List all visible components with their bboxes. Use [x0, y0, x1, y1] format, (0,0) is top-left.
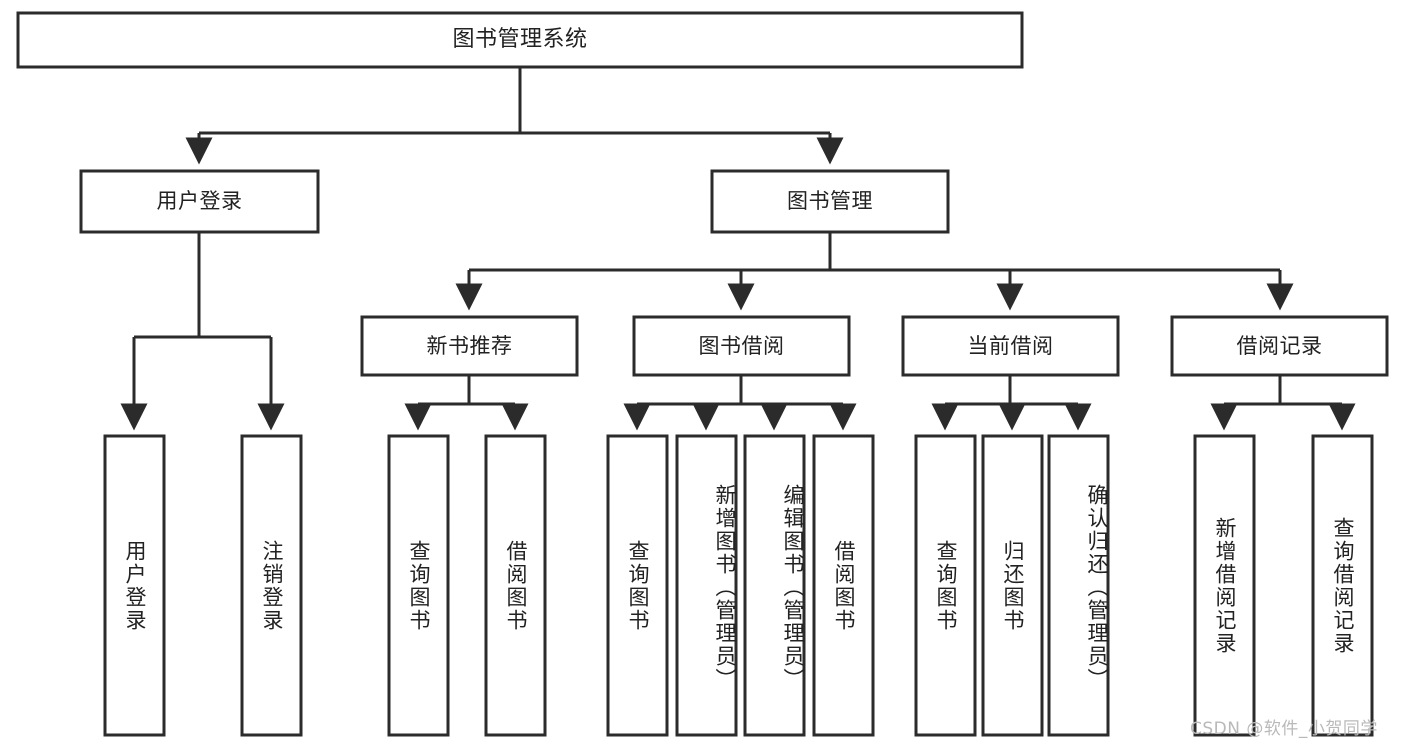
- connector-current-borrow-to-leaves: [931, 376, 1092, 431]
- connector-root-to-level2: [185, 67, 844, 165]
- node-box-leaf-book-borrow-1[interactable]: [675, 434, 738, 737]
- node-box-borrow-record[interactable]: [1170, 315, 1389, 377]
- node-box-leaf-current-borrow-2[interactable]: [1047, 434, 1110, 737]
- csdn-watermark: CSDN @软件_小贺同学: [1190, 719, 1378, 739]
- node-box-current-borrow[interactable]: [901, 315, 1120, 377]
- connector-borrow-record-to-leaves: [1210, 376, 1356, 431]
- node-box-new-book-recommend[interactable]: [360, 315, 579, 377]
- node-box-leaf-borrow-record-0[interactable]: [1193, 434, 1256, 737]
- node-box-leaf-book-borrow-0[interactable]: [606, 434, 669, 737]
- connector-book-borrow-to-leaves: [623, 376, 857, 431]
- node-box-leaf-new-book-0[interactable]: [387, 434, 450, 737]
- node-box-leaf-user-login-1[interactable]: [240, 434, 303, 737]
- node-box-leaf-user-login-0[interactable]: [103, 434, 166, 737]
- node-box-leaf-borrow-record-1[interactable]: [1311, 434, 1374, 737]
- connector-user-login-to-leaves: [120, 233, 285, 431]
- node-box-root[interactable]: [16, 11, 1024, 69]
- node-box-leaf-current-borrow-0[interactable]: [914, 434, 977, 737]
- node-box-book-borrow[interactable]: [632, 315, 851, 377]
- node-box-leaf-new-book-1[interactable]: [484, 434, 547, 737]
- node-box-leaf-current-borrow-1[interactable]: [981, 434, 1044, 737]
- node-box-leaf-book-borrow-3[interactable]: [812, 434, 875, 737]
- node-box-leaf-book-borrow-2[interactable]: [743, 434, 806, 737]
- connector-new-book-recommend-to-leaves: [404, 376, 529, 431]
- node-box-user-login[interactable]: [79, 169, 320, 234]
- node-box-book-management[interactable]: [710, 169, 950, 234]
- connector-book-management-to-level3: [455, 233, 1294, 311]
